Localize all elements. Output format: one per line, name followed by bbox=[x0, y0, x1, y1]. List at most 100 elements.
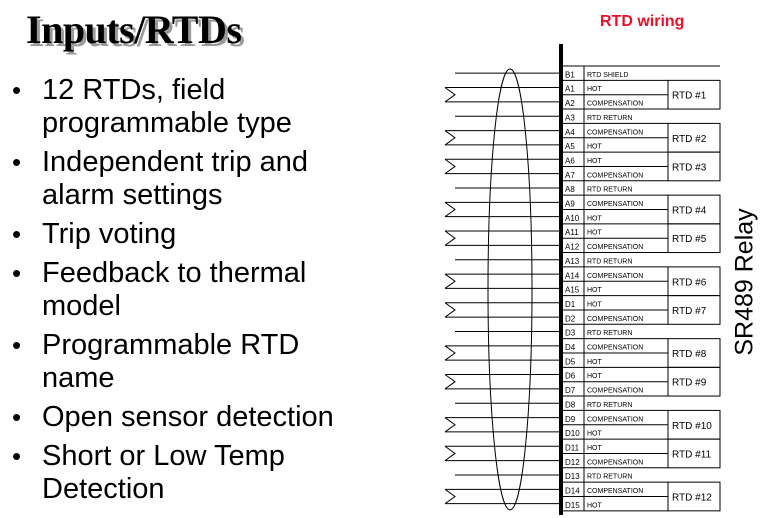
terminal-id: A12 bbox=[565, 243, 580, 252]
rtd-group-label: RTD #12 bbox=[672, 493, 712, 504]
terminal-id: D4 bbox=[565, 343, 576, 352]
rtd-group-label: RTD #4 bbox=[672, 206, 707, 217]
terminal-function: HOT bbox=[587, 431, 603, 438]
terminal-id: A13 bbox=[565, 257, 580, 266]
bullet-text: Short or Low Temp Detection bbox=[42, 440, 285, 505]
rtd-group-label: RTD #7 bbox=[672, 306, 707, 317]
rtd-group-label: RTD #6 bbox=[672, 277, 707, 288]
terminal-function: RTD RETURN bbox=[587, 187, 632, 194]
bullet-item: •Short or Low Temp Detection bbox=[6, 440, 406, 506]
terminal-function: COMPENSATION bbox=[587, 345, 643, 352]
terminal-id: A10 bbox=[565, 214, 580, 223]
bullet-item: • Independent trip and alarm settings bbox=[6, 146, 406, 212]
terminal-function: HOT bbox=[587, 359, 603, 366]
rtd-sensor-element bbox=[444, 302, 456, 318]
terminal-function: COMPENSATION bbox=[587, 388, 643, 395]
bullet-item: • Trip voting bbox=[6, 218, 406, 251]
bullet-text: Independent trip and alarm settings bbox=[42, 146, 309, 211]
bullet-text: Open sensor detection bbox=[42, 401, 334, 433]
bullet-text: Programmable RTD name bbox=[42, 329, 300, 394]
bullet-list: • 12 RTDs, field programmable type • Indep… bbox=[6, 74, 406, 512]
rtd-group-label: RTD #9 bbox=[672, 378, 707, 389]
bullet-dot-icon: • bbox=[12, 330, 22, 360]
terminal-function: RTD RETURN bbox=[587, 402, 632, 409]
terminal-function: HOT bbox=[587, 158, 603, 165]
rtd-group-label: RTD #3 bbox=[672, 162, 707, 173]
terminal-id: D1 bbox=[565, 300, 576, 309]
rtd-group-label: RTD #5 bbox=[672, 234, 707, 245]
terminal-id: D2 bbox=[565, 314, 576, 323]
terminal-id: D13 bbox=[565, 472, 580, 481]
rtd-group-label: RTD #11 bbox=[672, 449, 712, 460]
terminal-function: HOT bbox=[587, 86, 603, 93]
terminal-id: A14 bbox=[565, 271, 580, 280]
terminal-function: HOT bbox=[587, 215, 603, 222]
terminal-function: COMPENSATION bbox=[587, 101, 643, 108]
rtd-sensor-element bbox=[444, 445, 456, 462]
terminal-function: HOT bbox=[587, 502, 603, 509]
terminal-id: A3 bbox=[565, 113, 575, 122]
terminal-function: RTD RETURN bbox=[587, 115, 632, 122]
rtd-sensor-element bbox=[444, 230, 456, 246]
terminal-id: D8 bbox=[565, 400, 576, 409]
rtd-sensor-element bbox=[444, 374, 456, 390]
terminal-function: RTD RETURN bbox=[587, 330, 632, 337]
bullet-dot-icon: • bbox=[12, 147, 22, 177]
terminal-function: RTD RETURN bbox=[587, 474, 632, 481]
terminal-id: D6 bbox=[565, 372, 576, 381]
terminal-id: A6 bbox=[565, 156, 575, 165]
relay-label-text: SR489 Relay bbox=[730, 208, 759, 356]
bullet-item: • 12 RTDs, field programmable type bbox=[6, 74, 406, 140]
terminal-id: A9 bbox=[565, 200, 575, 209]
rtd-sensor-element bbox=[444, 417, 456, 433]
terminal-id: A8 bbox=[565, 185, 575, 194]
rtd-sensor-element bbox=[444, 273, 456, 289]
terminal-function: HOT bbox=[587, 144, 603, 151]
terminal-function: COMPENSATION bbox=[587, 273, 643, 280]
diagram-caption: RTD wiring bbox=[600, 13, 685, 30]
terminal-id: D12 bbox=[565, 458, 580, 467]
terminal-id: B1 bbox=[565, 70, 575, 79]
bullet-dot-icon: • bbox=[12, 75, 22, 105]
terminal-function: COMPENSATION bbox=[587, 459, 643, 466]
terminal-id: A11 bbox=[565, 228, 579, 237]
terminal-id: D15 bbox=[565, 501, 580, 510]
terminal-id: A15 bbox=[565, 286, 580, 295]
bullet-dot-icon: • bbox=[12, 402, 22, 432]
rtd-group-label: RTD #1 bbox=[672, 91, 707, 102]
bullet-text: 12 RTDs, field programmable type bbox=[42, 74, 292, 139]
slide-title: Inputs/RTDs bbox=[26, 7, 242, 52]
bullet-text: Trip voting bbox=[42, 218, 177, 250]
terminal-function: RTD RETURN bbox=[587, 258, 632, 265]
terminal-function: HOT bbox=[587, 287, 603, 294]
bullet-dot-icon: • bbox=[12, 258, 22, 288]
rtd-sensor-element bbox=[444, 87, 456, 103]
bullet-dot-icon: • bbox=[12, 219, 22, 249]
terminal-function: HOT bbox=[587, 230, 603, 237]
terminal-id: A2 bbox=[565, 99, 575, 108]
terminal-function: COMPENSATION bbox=[587, 201, 643, 208]
rtd-sensor-element bbox=[444, 201, 456, 218]
terminal-id: D3 bbox=[565, 329, 576, 338]
terminal-function: COMPENSATION bbox=[587, 316, 643, 323]
terminal-function: COMPENSATION bbox=[587, 244, 643, 251]
terminal-id: D11 bbox=[565, 443, 580, 452]
terminal-id: D14 bbox=[565, 487, 580, 496]
rtd-sensor-element bbox=[444, 345, 456, 361]
terminal-id: D10 bbox=[565, 429, 580, 438]
cable-bundle-ellipse bbox=[487, 68, 533, 511]
terminal-function: HOT bbox=[587, 445, 603, 452]
terminal-function: HOT bbox=[587, 373, 603, 380]
rtd-sensor-element bbox=[444, 488, 456, 505]
terminal-function: HOT bbox=[587, 301, 603, 308]
rtd-group-label: RTD #8 bbox=[672, 349, 707, 360]
bullet-item: • Programmable RTD name bbox=[6, 329, 406, 395]
terminal-id: A4 bbox=[565, 128, 575, 137]
terminal-id: D5 bbox=[565, 357, 576, 366]
terminal-function: COMPENSATION bbox=[587, 129, 643, 136]
rtd-group-label: RTD #2 bbox=[672, 134, 707, 145]
terminal-function: COMPENSATION bbox=[587, 172, 643, 179]
bullet-text: Feedback to thermal model bbox=[42, 257, 307, 322]
rtd-group-label: RTD #10 bbox=[672, 421, 712, 432]
